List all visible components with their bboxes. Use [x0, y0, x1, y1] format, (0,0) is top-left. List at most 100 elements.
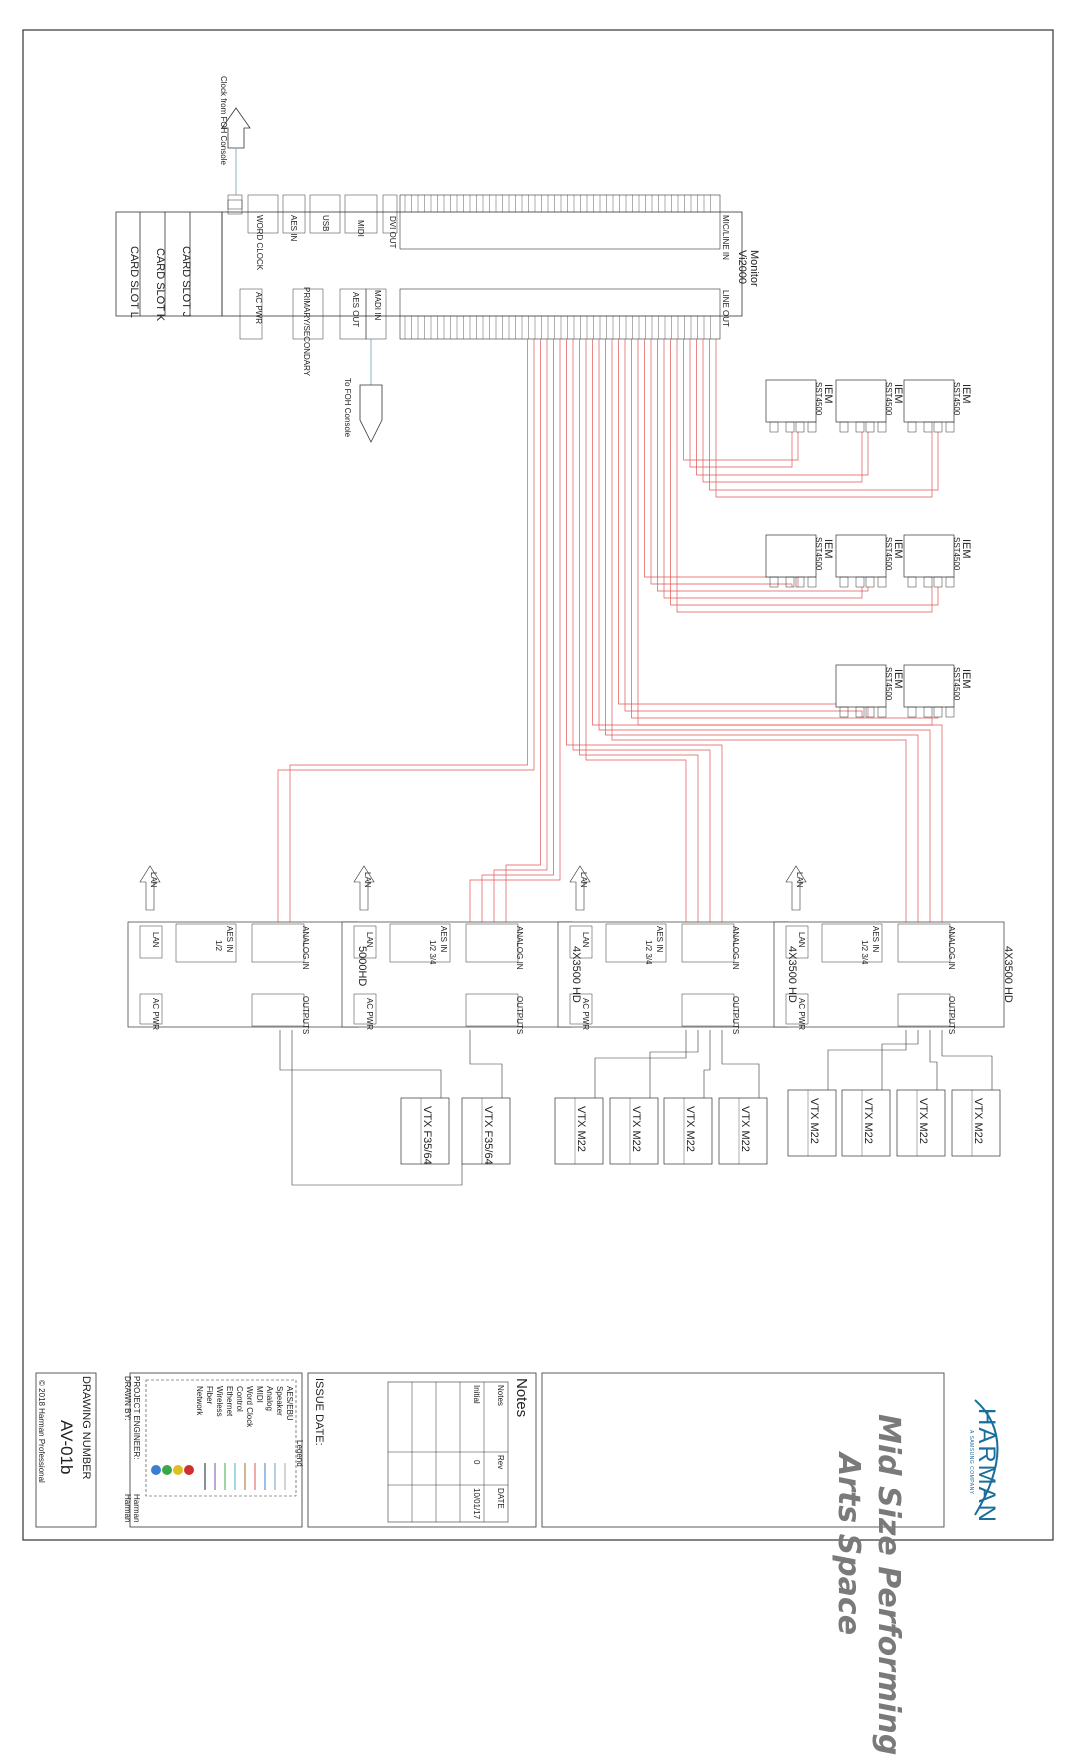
speaker	[718, 1097, 768, 1165]
project-engineer-value: Harman	[132, 1494, 141, 1523]
amp-analog-in-label: ANALOG IN	[947, 926, 956, 970]
iem-model: SST4500	[952, 537, 961, 571]
speaker-label: VTX M22	[808, 1098, 820, 1144]
amp-outputs-label: OUTPUTS	[731, 996, 740, 1035]
dvi-out-label: DVI OUT	[388, 216, 397, 249]
iem-title: IEM	[892, 669, 904, 689]
iem-units	[765, 379, 955, 718]
title-box	[541, 1372, 945, 1528]
clock-input-arrow	[221, 107, 251, 195]
amp-lan-label: LAN	[797, 932, 806, 948]
card-slot-j	[115, 211, 223, 317]
amp-aes-ch-label: 1/2 3/4	[428, 940, 437, 965]
amp-ac-pwr-label: AC PWR	[797, 998, 806, 1030]
midi-label: MIDI	[356, 220, 365, 237]
speaker-label: VTX F35/64	[421, 1106, 433, 1165]
amp-ac-pwr-label: AC PWR	[365, 998, 374, 1030]
project-title-line2: Arts Space	[831, 1452, 866, 1636]
speaker	[841, 1089, 891, 1157]
amplifier	[773, 865, 1005, 1028]
console-name: Monitor	[748, 250, 760, 287]
iem-title: IEM	[960, 384, 972, 404]
iem-unit	[765, 534, 817, 588]
speaker-label: VTX M22	[972, 1098, 984, 1144]
console-ac-pwr-label: AC PWR	[254, 292, 263, 324]
notes-row-date: 10/01/17	[472, 1488, 481, 1520]
iem-model: SST4500	[952, 667, 961, 701]
speaker	[400, 1097, 450, 1165]
console-model: Vi2000	[736, 250, 748, 285]
legend-label: Legend	[295, 1440, 304, 1467]
amp-outputs-label: OUTPUTS	[515, 996, 524, 1035]
legend-item: Fiber	[205, 1386, 214, 1405]
speaker	[663, 1097, 713, 1165]
legend-item: Control	[235, 1386, 244, 1412]
sheet-border	[22, 29, 1054, 1541]
iem-title: IEM	[960, 669, 972, 689]
iem-model: SST4500	[884, 382, 893, 416]
iem-title: IEM	[822, 539, 834, 559]
iem-model: SST4500	[884, 537, 893, 571]
notes-box	[307, 1372, 537, 1528]
amp-analog-in-label: ANALOG IN	[731, 926, 740, 970]
speaker-label: VTX M22	[630, 1106, 642, 1152]
iem-unit	[765, 379, 817, 433]
word-clock-label: WORD CLOCK	[255, 215, 264, 271]
harman-logo: HARMAN	[973, 1408, 1000, 1525]
primary-secondary-label: PRIMARY/SECONDARY	[302, 287, 311, 377]
console-port-ticks	[404, 195, 711, 339]
speaker	[461, 1097, 511, 1165]
amplifier	[127, 865, 359, 1028]
notes-heading: Notes	[513, 1378, 530, 1418]
legend-item: Wireless	[215, 1386, 224, 1417]
amp-outputs-label: OUTPUTS	[947, 996, 956, 1035]
amp-analog-in-label: ANALOG IN	[301, 926, 310, 970]
card-slot-l-label: CARD SLOT L	[128, 246, 140, 318]
amp-ac-pwr-label: AC PWR	[581, 998, 590, 1030]
mic-line-in-label: MIC/LINE IN	[721, 215, 730, 260]
usb-label: USB	[321, 215, 330, 232]
iem-unit	[835, 534, 887, 588]
amplifier	[557, 865, 789, 1028]
amp-aes-in-label: AES IN	[655, 926, 664, 953]
iem-unit	[835, 664, 887, 718]
amp-model: 5000HD	[356, 946, 368, 987]
system-diagram	[22, 29, 1054, 1541]
speaker	[951, 1089, 1001, 1157]
legend-item: Network	[195, 1386, 204, 1416]
notes-col-date: DATE	[496, 1488, 505, 1509]
speaker-wiring	[279, 1030, 993, 1186]
legend-item: Ethernet	[225, 1386, 234, 1417]
notes-row-rev: 0	[472, 1460, 481, 1465]
signal-lines	[277, 339, 943, 922]
speaker	[787, 1089, 837, 1157]
amp-aes-ch-label: 1/2	[214, 940, 223, 952]
aes-in-label: AES IN	[289, 215, 298, 242]
madi-label: MADI IN	[373, 290, 382, 321]
issue-date-label: ISSUE DATE:	[313, 1378, 325, 1446]
harman-sub: A SAMSUNG COMPANY	[968, 1430, 974, 1495]
mic-line-in-strip	[399, 194, 721, 250]
lan-arrow-label: LAN	[149, 872, 158, 888]
iem-title: IEM	[960, 539, 972, 559]
amplifiers	[127, 865, 1005, 1028]
monitor-console	[115, 194, 743, 340]
legend-item: MIDI	[255, 1386, 264, 1403]
lan-arrow-label: LAN	[795, 872, 804, 888]
to-foh-label: To FOH Console	[343, 378, 352, 438]
legend-box	[145, 1379, 297, 1497]
speaker-label: VTX M22	[575, 1106, 587, 1152]
legend-item: Word Clock	[245, 1386, 254, 1428]
project-title-line1: Mid Size Performing	[871, 1414, 906, 1755]
speaker	[554, 1097, 604, 1165]
notes-col-notes: Notes	[496, 1385, 505, 1406]
legend-item: Analog	[265, 1386, 274, 1411]
drawing-number: AV-01b	[57, 1420, 76, 1475]
amp-lan-label: LAN	[151, 932, 160, 948]
amplifier	[341, 865, 573, 1028]
harman-swoosh-icon	[974, 1399, 999, 1516]
legend-item: AES/EBU	[285, 1386, 294, 1421]
amp-lan-label: LAN	[365, 932, 374, 948]
aes-out-label: AES OUT	[351, 292, 360, 328]
line-out-label: LINE OUT	[721, 290, 730, 327]
